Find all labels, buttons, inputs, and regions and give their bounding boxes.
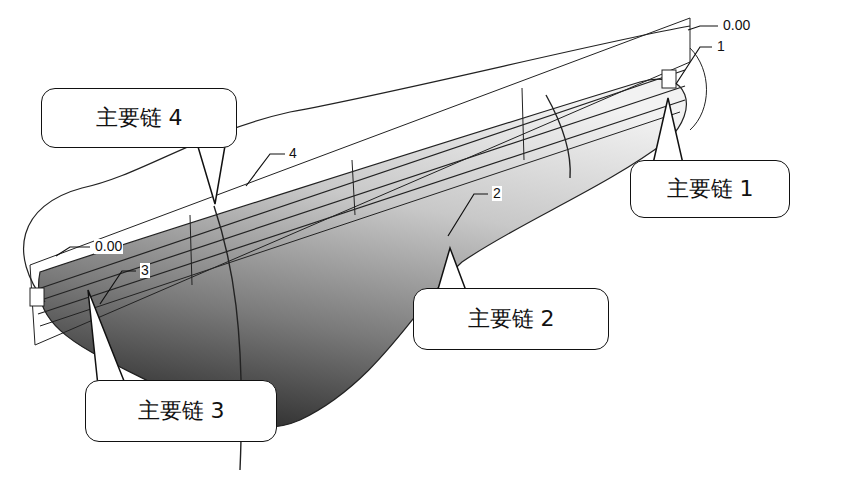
spine-line: [35, 70, 685, 290]
callout-box: 主要链 2: [413, 288, 609, 350]
callout-number: 3: [140, 263, 150, 278]
callout-box: 主要链 4: [41, 88, 237, 148]
section-line: [190, 215, 192, 285]
callout-number: 2: [492, 186, 502, 201]
callout-number: 4: [288, 146, 298, 161]
callout-tail: [196, 140, 226, 204]
callout-number: 0.00: [94, 239, 123, 254]
callout-text: 主要链 4: [96, 105, 183, 131]
leader-line: [448, 194, 488, 236]
saddle-surface: [39, 79, 687, 427]
section-line: [352, 160, 355, 215]
spine-line: [35, 86, 685, 302]
callout-box: 主要链 3: [85, 380, 277, 442]
callout-text: 主要链 1: [667, 176, 754, 202]
leader-line: [688, 26, 718, 30]
leader-line: [56, 247, 90, 256]
chain-marker: [662, 70, 676, 88]
outline-curve: [24, 26, 690, 302]
outline-curve: [690, 48, 707, 130]
section-line: [546, 95, 570, 178]
leader-line: [676, 47, 712, 84]
leader-line: [100, 271, 136, 304]
callout-tail: [652, 98, 684, 168]
callout-number: 0.00: [722, 18, 751, 33]
section-line: [522, 88, 524, 160]
callout-tail: [88, 290, 126, 386]
callout-text: 主要链 2: [468, 306, 555, 332]
chain-marker: [30, 288, 44, 306]
callout-text: 主要链 3: [138, 398, 225, 424]
callout-number: 1: [716, 39, 726, 54]
callout-box: 主要链 1: [630, 160, 790, 218]
leader-line: [246, 154, 285, 186]
